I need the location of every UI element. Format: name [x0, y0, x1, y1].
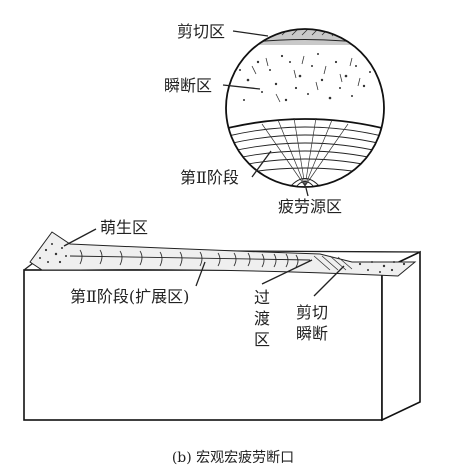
label-transition-2: 渡 [254, 309, 270, 328]
cross-section-outline [225, 28, 385, 188]
block-side-face [381, 250, 421, 422]
label-transition-3: 区 [254, 330, 270, 349]
extension-centerline [69, 255, 311, 261]
label-shear-instant-2: 瞬断 [296, 324, 328, 343]
specimen-leaders [63, 228, 345, 297]
beach-marks [227, 118, 383, 177]
radial-lines [261, 117, 349, 187]
label-initiation-zone: 萌生区 [100, 218, 148, 237]
transition-zone-hatching [313, 255, 353, 271]
block-front-face [23, 269, 383, 421]
initiation-zone-texture [39, 243, 67, 264]
figure-caption: (b) 宏观宏疲劳断口 [172, 449, 294, 466]
label-stage2-extension: 第Ⅱ阶段(扩展区) [70, 287, 189, 306]
fracture-strip [29, 231, 417, 277]
instant-fracture-strokes [251, 55, 361, 103]
label-stage2: 第Ⅱ阶段 [180, 168, 239, 187]
instant-fracture-texture [239, 53, 371, 102]
specimen-block [23, 231, 421, 422]
label-transition-1: 过 [254, 288, 270, 307]
shear-instant-texture [358, 261, 406, 273]
label-fatigue-source: 疲劳源区 [278, 197, 342, 216]
label-shear-zone: 剪切区 [177, 22, 225, 41]
fracture-cross-section [225, 28, 385, 188]
label-instant-zone: 瞬断区 [164, 76, 212, 95]
fatigue-source-marks [289, 178, 321, 187]
label-shear-instant-1: 剪切 [296, 303, 328, 322]
labels: 剪切区 瞬断区 第Ⅱ阶段 疲劳源区 萌生区 第Ⅱ阶段(扩展区) 过 渡 区 剪切… [70, 22, 342, 466]
cross-section-leaders [222, 30, 309, 197]
